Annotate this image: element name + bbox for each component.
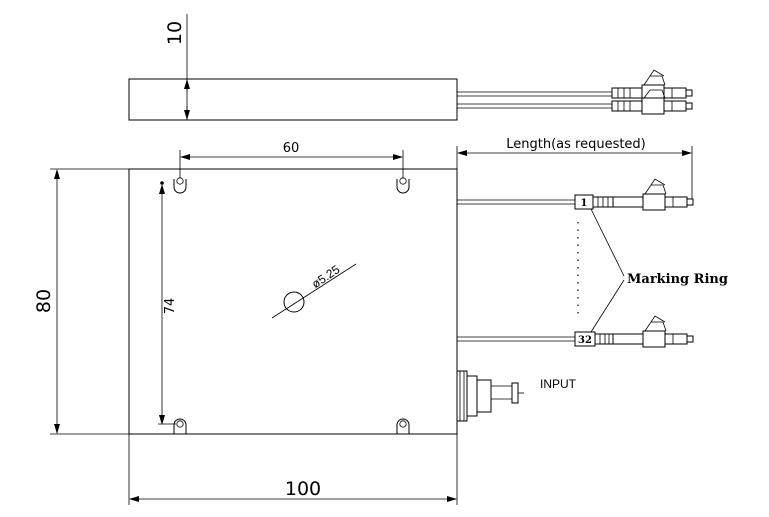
total-width-label: 100 — [285, 478, 321, 500]
total-height-label: 80 — [33, 289, 55, 313]
side-view-body — [128, 78, 458, 121]
mounting-hole-top-left — [173, 177, 187, 194]
center-hole — [283, 291, 305, 313]
hole-diameter-label: ø5.25 — [309, 262, 343, 291]
marking-ring-1: 1 — [574, 194, 594, 210]
side-height-label: 10 — [164, 21, 186, 45]
mounting-hole-top-right — [396, 177, 410, 194]
marking-ring-leader-bottom — [590, 279, 625, 333]
side-connector-top — [611, 69, 693, 102]
port-number-last: 32 — [578, 335, 592, 346]
marking-ring-leader-top — [590, 208, 625, 277]
marking-ring-label: Marking Ring — [627, 272, 728, 287]
input-connector — [456, 370, 524, 422]
side-view: 10 — [128, 14, 693, 121]
output-connector-1 — [592, 178, 694, 211]
diameter-leader — [271, 263, 357, 319]
vertical-hole-spacing-label: 74 — [163, 298, 178, 315]
hole-spacing-label: 60 — [283, 141, 300, 156]
mounting-hole-bottom-left — [173, 418, 187, 434]
mounting-hole-bottom-right — [396, 418, 410, 434]
corner-dot-top-left — [160, 181, 164, 185]
top-view: 60 74 80 ø5.25 100 Length(as requested) … — [33, 137, 728, 505]
port-number-first: 1 — [581, 198, 588, 209]
fiber-length-label: Length(as requested) — [506, 137, 646, 152]
marking-ring-32: 32 — [574, 331, 596, 347]
input-label: INPUT — [540, 377, 577, 391]
side-connector-bottom — [611, 89, 693, 115]
output-connector-32 — [594, 315, 694, 348]
top-view-body — [128, 168, 458, 435]
